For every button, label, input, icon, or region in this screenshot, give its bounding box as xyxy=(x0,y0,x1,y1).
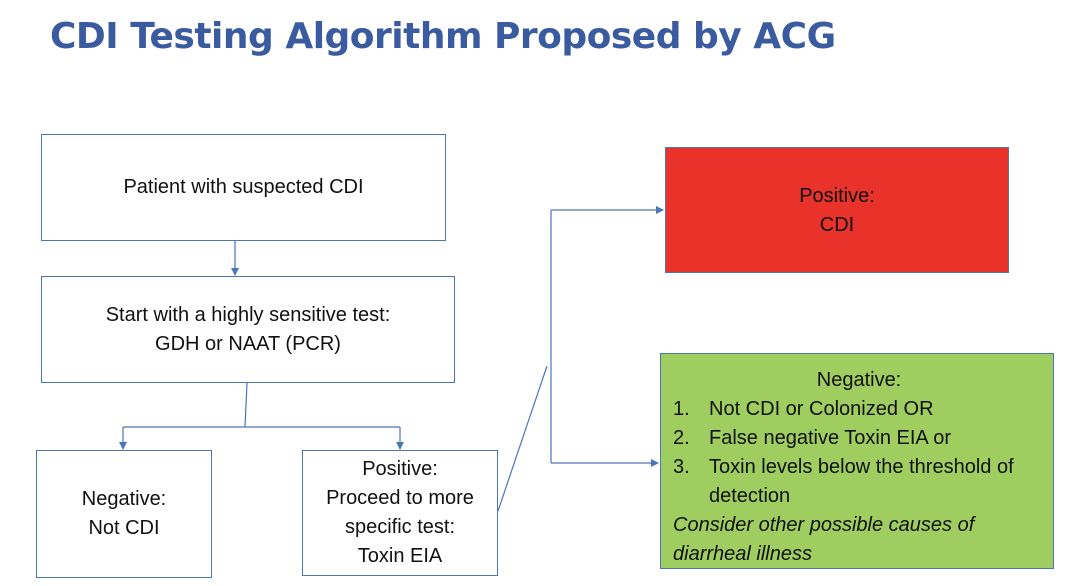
node-suspected-cdi: Patient with suspected CDI xyxy=(41,134,446,241)
list-item-number: 3. xyxy=(673,456,690,478)
negative-outcomes-list: 1. Not CDI or Colonized OR 2. False nega… xyxy=(673,395,1045,511)
node-negative-left-line1: Negative: xyxy=(81,488,167,510)
node-positive-left-line3: specific test: xyxy=(344,516,456,538)
node-positive-left-line1: Positive: xyxy=(362,458,438,480)
node-negative-right-heading: Negative: xyxy=(816,369,902,391)
node-positive-right-line1: Positive: xyxy=(799,185,875,207)
node-sensitive-line2: GDH or NAAT (PCR) xyxy=(155,332,341,355)
list-item-text: Not CDI or Colonized OR xyxy=(709,398,934,420)
node-sensitive-line1: Start with a highly sensitive test: xyxy=(105,303,391,326)
node-positive-left-line4: Toxin EIA xyxy=(357,545,443,567)
list-item: 3. Toxin levels below the threshold of d… xyxy=(673,453,1045,511)
node-positive-right-line2: CDI xyxy=(819,214,855,236)
page-title: CDI Testing Algorithm Proposed by ACG xyxy=(50,16,836,57)
node-start-text: Patient with suspected CDI xyxy=(123,176,364,198)
node-positive-toxin-eia: Positive: Proceed to more specific test:… xyxy=(302,450,498,576)
node-negative-not-cdi: Negative: Not CDI xyxy=(36,450,212,578)
node-negative-outcomes: Negative: 1. Not CDI or Colonized OR 2. … xyxy=(660,353,1054,569)
list-item: 2. False negative Toxin EIA or xyxy=(673,424,1045,453)
connector-diagonal xyxy=(497,365,548,512)
node-negative-right-note: Consider other possible causes of diarrh… xyxy=(673,514,975,565)
list-item: 1. Not CDI or Colonized OR xyxy=(673,395,1045,424)
list-item-text: Toxin levels below the threshold of dete… xyxy=(709,456,1014,507)
node-negative-left-line2: Not CDI xyxy=(88,517,160,539)
connector-test-down xyxy=(244,382,248,428)
node-positive-cdi: Positive: CDI xyxy=(665,147,1009,273)
list-item-text: False negative Toxin EIA or xyxy=(709,427,951,449)
list-item-number: 1. xyxy=(673,398,690,420)
node-positive-left-line2: Proceed to more xyxy=(326,487,474,509)
node-sensitive-test: Start with a highly sensitive test: GDH … xyxy=(41,276,455,383)
list-item-number: 2. xyxy=(673,427,690,449)
